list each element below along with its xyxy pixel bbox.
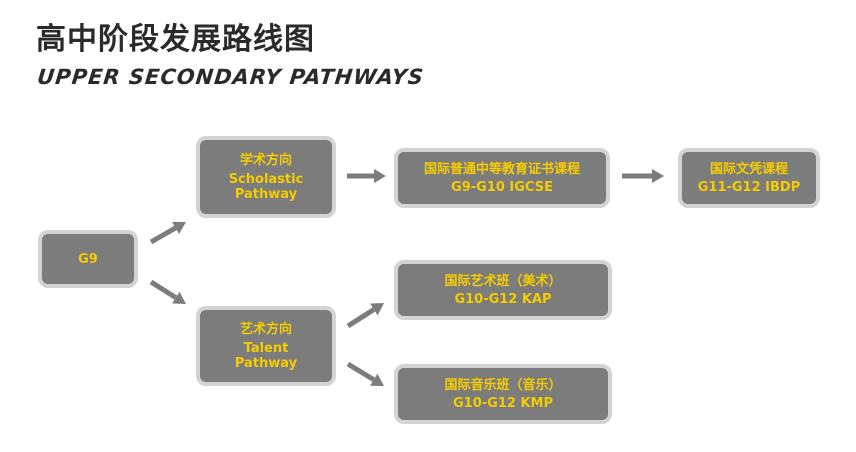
node-talent-en-1: Talent	[243, 340, 289, 356]
node-igcse-en: G9-G10 IGCSE	[451, 179, 553, 195]
arrow-talent-to-kmp	[346, 361, 384, 386]
arrow-head	[652, 169, 664, 183]
page-title: 高中阶段发展路线图	[36, 22, 315, 57]
node-kmp-cn: 国际音乐班（音乐）	[444, 377, 562, 393]
node-kap-cn: 国际艺术班（美术）	[444, 273, 562, 289]
arrow-head	[370, 303, 384, 316]
node-talent-cn: 艺术方向	[239, 321, 292, 337]
arrow-shaft	[149, 279, 178, 300]
arrow-igcse-to-ibdp	[622, 169, 664, 183]
node-scholastic-cn: 学术方向	[239, 152, 292, 168]
arrow-scholastic-to-igcse	[347, 169, 386, 183]
arrow-head	[172, 221, 186, 235]
arrow-shaft	[346, 361, 376, 382]
arrow-head	[172, 291, 186, 304]
arrow-head	[370, 373, 384, 386]
node-kap-en: G10-G12 KAP	[454, 291, 552, 307]
node-kap: 国际艺术班（美术） G10-G12 KAP	[394, 260, 612, 320]
node-ibdp: 国际文凭课程 G11-G12 IBDP	[678, 148, 820, 208]
arrow-shaft	[346, 307, 376, 329]
node-kmp: 国际音乐班（音乐） G10-G12 KMP	[394, 364, 612, 424]
arrow-talent-to-kap	[346, 303, 384, 329]
arrow-g9-to-scholastic	[149, 221, 186, 245]
arrow-head	[374, 169, 386, 183]
node-kmp-en: G10-G12 KMP	[453, 395, 553, 411]
node-g9-label: G9	[78, 251, 98, 267]
node-ibdp-cn: 国际文凭课程	[709, 161, 788, 177]
node-talent-pathway: 艺术方向 Talent Pathway	[196, 306, 336, 386]
node-scholastic-en-1: Scholastic	[228, 171, 304, 187]
arrow-shaft	[149, 225, 177, 245]
node-igcse-cn: 国际普通中等教育证书课程	[423, 161, 580, 177]
node-talent-en-2: Pathway	[234, 355, 298, 371]
arrow-g9-to-talent	[149, 279, 186, 304]
node-scholastic-en-2: Pathway	[234, 186, 298, 202]
node-g9: G9	[38, 230, 138, 288]
node-scholastic-pathway: 学术方向 Scholastic Pathway	[196, 136, 336, 218]
node-igcse: 国际普通中等教育证书课程 G9-G10 IGCSE	[394, 148, 610, 208]
node-ibdp-en: G11-G12 IBDP	[697, 179, 801, 195]
